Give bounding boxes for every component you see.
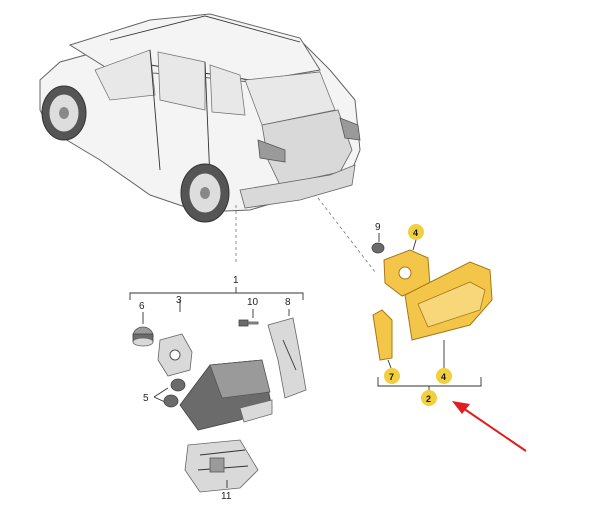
seal-part: [372, 309, 393, 361]
rear-wheel: [180, 163, 230, 223]
holder-part: [157, 333, 193, 377]
leader-lines: [235, 197, 376, 273]
vehicle-illustration: [39, 13, 361, 223]
screw-pair-part: [163, 378, 186, 408]
callout-bulb-socket: 6: [139, 301, 145, 312]
callout-frame: 8: [285, 297, 291, 308]
bulb-socket-part: [132, 326, 154, 347]
highlighted-lamp-body: [404, 261, 493, 341]
callout-bracket: 2: [426, 394, 431, 404]
callout-screw-pair: 5: [143, 393, 149, 404]
badge-bracket: [421, 390, 437, 406]
badge-seal: [384, 368, 400, 384]
callout-assembly: 1: [233, 275, 239, 286]
red-arrow-icon: [452, 401, 527, 452]
nut-part: [371, 242, 385, 254]
assembly-group-right: 9 4 7 4 2: [371, 222, 493, 406]
badge-cover-top: [408, 224, 424, 240]
callout-holder: 3: [176, 295, 182, 306]
tail-lamp-housing: [179, 359, 273, 431]
callout-bolt: 10: [247, 297, 259, 308]
frame-part: [267, 317, 307, 399]
bolt-part: [238, 319, 259, 327]
callout-cover: 4: [441, 372, 446, 382]
assembly-group-left: 1 6 3 10 8: [129, 275, 307, 502]
front-wheel: [41, 85, 87, 141]
lamp-carrier-part: [184, 439, 259, 493]
callout-nut: 9: [375, 222, 381, 233]
callout-seal: 7: [389, 372, 394, 382]
callout-cover-top: 4: [413, 228, 418, 238]
badge-cover: [436, 368, 452, 384]
callout-lamp-carrier: 11: [221, 491, 232, 502]
